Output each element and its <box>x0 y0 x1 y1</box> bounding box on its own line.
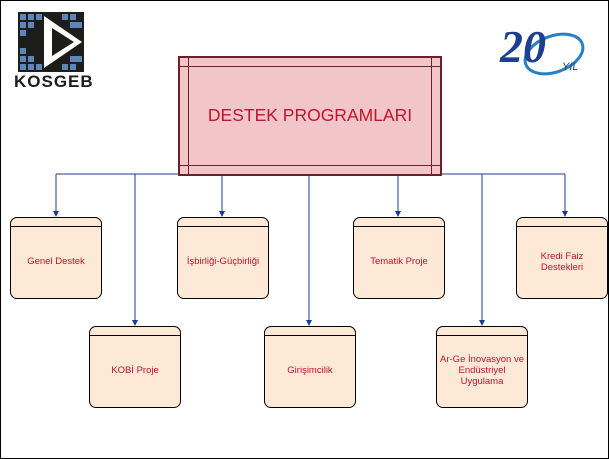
anniversary-logo: 20 YIL <box>496 16 592 78</box>
program-label: Ar-Ge İnovasyon ve Endüstriyel Uygulama <box>440 354 524 387</box>
program-label: KOBİ Proje <box>111 365 159 377</box>
kosgeb-wordmark: KOSGEB <box>14 72 94 91</box>
kosgeb-logo: KOSGEB <box>14 12 94 92</box>
title-box-right-strip <box>431 57 441 175</box>
program-box-kredi-faiz: Kredi Faiz Destekleri <box>516 217 608 299</box>
box-header-strip <box>11 218 101 227</box>
program-box-tematik-proje: Tematik Proje <box>353 217 445 299</box>
program-label: İşbirliği-Güçbirliği <box>186 256 260 268</box>
box-header-strip <box>90 327 180 336</box>
title-box: DESTEK PROGRAMLARI <box>178 56 442 176</box>
box-header-strip <box>437 327 527 336</box>
program-label: Genel Destek <box>27 256 85 268</box>
anniversary-number: 20 <box>499 21 546 72</box>
program-label: Kredi Faiz Destekleri <box>540 250 584 273</box>
program-label: Girişimcilik <box>287 365 333 377</box>
title-box-left-strip <box>179 57 189 175</box>
program-label: Tematik Proje <box>370 256 428 268</box>
box-header-strip <box>178 218 268 227</box>
diagram-title: DESTEK PROGRAMLARI <box>207 105 413 125</box>
program-box-genel-destek: Genel Destek <box>10 217 102 299</box>
program-box-arge-inovasyon: Ar-Ge İnovasyon ve Endüstriyel Uygulama <box>436 326 528 408</box>
box-header-strip <box>265 327 355 336</box>
box-header-strip <box>354 218 444 227</box>
anniversary-suffix: YIL <box>562 61 579 73</box>
title-box-bottom-strip <box>179 165 441 175</box>
title-box-top-strip <box>179 57 441 67</box>
program-box-girisimcilik: Girişimcilik <box>264 326 356 408</box>
program-box-isbirligi: İşbirliği-Güçbirliği <box>177 217 269 299</box>
kosgeb-mark-icon <box>18 12 84 72</box>
anniversary-20-icon: 20 YIL <box>499 21 585 76</box>
program-box-kobi-proje: KOBİ Proje <box>89 326 181 408</box>
box-header-strip <box>517 218 607 227</box>
